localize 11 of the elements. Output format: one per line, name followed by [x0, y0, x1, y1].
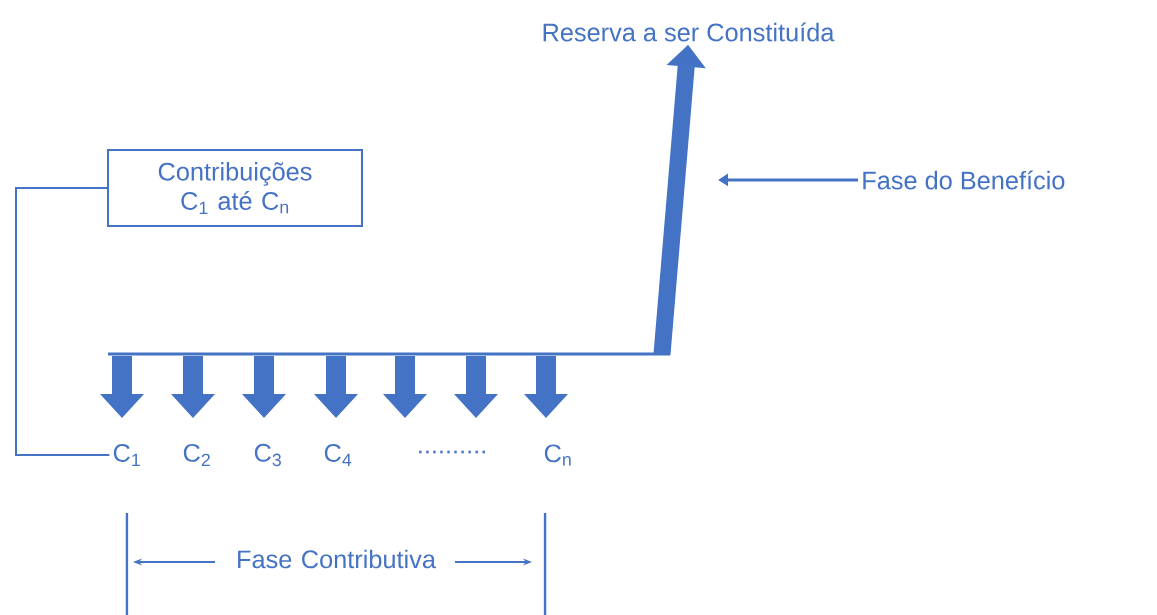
phase-label: Fase Contributiva	[238, 549, 436, 569]
contributions-box: Contribuições C$_{1}$ até C$_{n}$	[107, 149, 363, 227]
contribution-label: C$_{n}$	[544, 444, 571, 466]
ellipsis-dots: ..........	[419, 450, 485, 454]
reserve-label: Reserva a ser Constituída	[543, 22, 835, 42]
contribution-label: C$_{1}$	[113, 444, 140, 466]
contribution-label: C$_{4}$	[324, 444, 352, 466]
contribution-label: C$_{3}$	[254, 443, 281, 467]
contribution-label: C$_{2}$	[183, 443, 210, 467]
phase-label: Fase do Benefício	[863, 170, 1065, 190]
leader-line	[15, 187, 111, 456]
